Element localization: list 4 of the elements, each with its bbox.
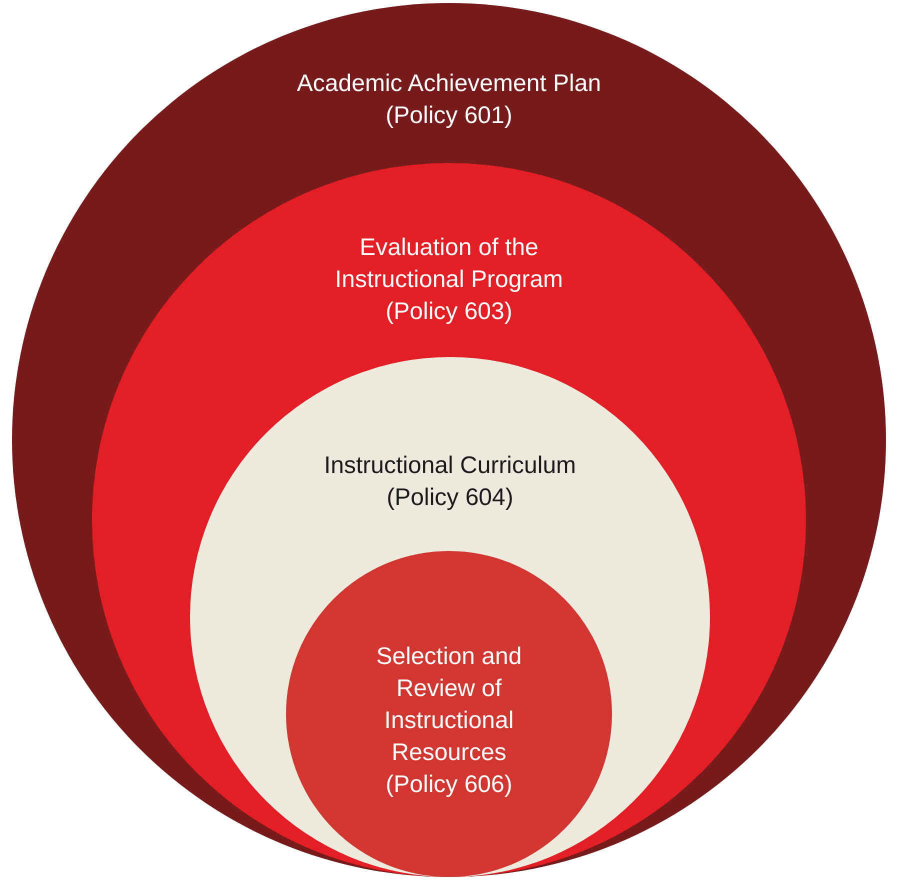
circle-label: Evaluation of the Instructional Program (Policy 603) [334, 233, 564, 327]
circle-label: Instructional Curriculum (Policy 604) [322, 451, 578, 513]
circle-label: Selection and Review of Instructional Resources (Policy 606) [375, 642, 523, 800]
circle-label: Academic Achievement Plan (Policy 601) [296, 69, 602, 131]
